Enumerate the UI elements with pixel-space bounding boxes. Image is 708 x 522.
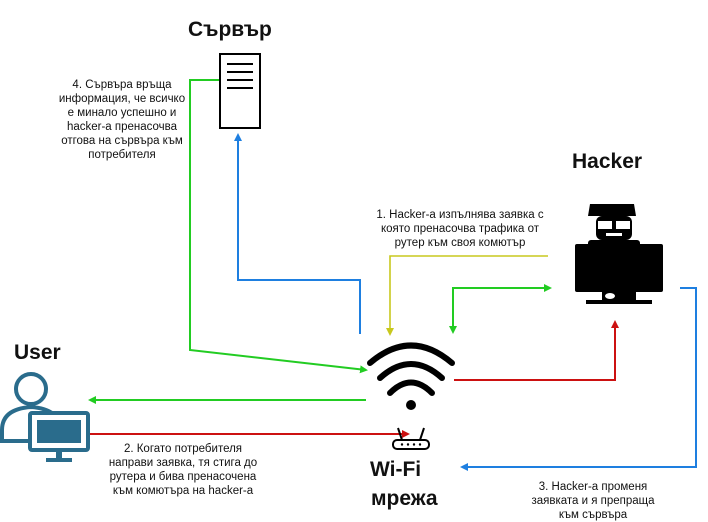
- step-4-label: 4. Сървъра връща информация, че всичко е…: [58, 79, 186, 161]
- yellow-arrow-hacker-to-wifi: [386, 255, 548, 336]
- user-icon: [0, 372, 90, 462]
- green-arrow-to-hacker: [452, 284, 552, 330]
- red-arrow-wifi-to-hacker: [454, 320, 619, 381]
- blue-arrow-hacker-to-wifi: [460, 287, 697, 471]
- user-title: User: [14, 341, 61, 364]
- blue-arrow-wifi-to-server: [234, 133, 361, 334]
- router-icon: [392, 427, 430, 450]
- step-3-label: 3. Hacker-a променя заявката и я препращ…: [531, 481, 655, 521]
- green-arrow-server-to-wifi: [189, 79, 368, 374]
- wifi-title-line1: Wi-Fi: [370, 458, 422, 481]
- hacker-icon: [575, 204, 663, 304]
- step-1-label: 1. Hacker-a изпълнява заявка с която пре…: [376, 209, 544, 249]
- wifi-title-line2: мрежа: [371, 487, 438, 510]
- step-2-label: 2. Когато потребителя направи заявка, тя…: [108, 443, 258, 497]
- server-title: Сървър: [188, 18, 272, 41]
- server-icon: [219, 53, 261, 129]
- wifi-icon: [367, 342, 455, 410]
- hacker-title: Hacker: [572, 150, 643, 173]
